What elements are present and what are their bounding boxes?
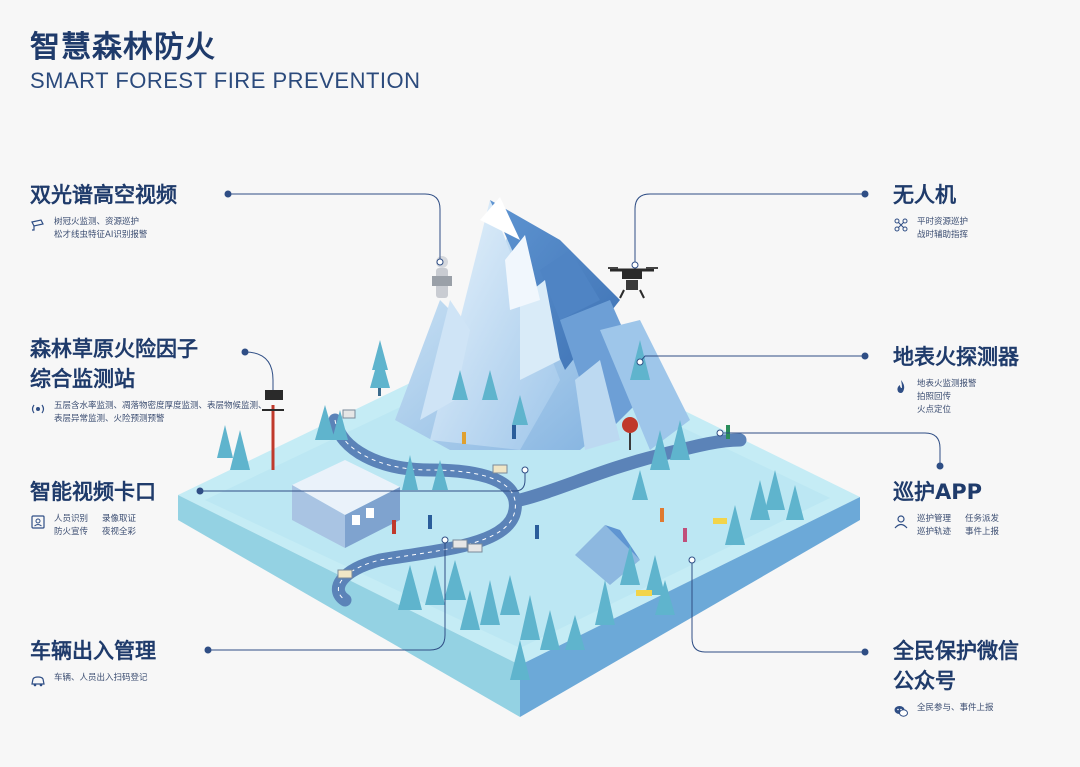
car-icon [31, 676, 45, 687]
callout-desc-line: 拍照回传 [917, 392, 952, 402]
drone-illustration [608, 267, 658, 299]
callout-ground-detector: 地表火探测器 地表火监测报警 拍照回传 火点定位 [893, 342, 1019, 417]
callout-desc-line: 树冠火监测、资源巡护 [54, 217, 140, 227]
callout-heading: 双光谱高空视频 [30, 183, 177, 207]
vehicles-illustration [337, 409, 508, 579]
callout-desc-line: 五层含水率监测、凋落物密度厚度监测、表层物候监测、 [54, 401, 267, 411]
callout-heading: 车辆出入管理 [30, 639, 156, 663]
callout-desc-line: 平时资源巡护 [917, 217, 969, 227]
callout-drone: 无人机 平时资源巡护 战时辅助指挥 [893, 180, 968, 242]
callout-leader-lines [200, 193, 941, 653]
checkpoint-building-illustration [292, 460, 400, 548]
page-title: 智慧森林防火 [30, 30, 216, 65]
callout-wechat: 全民保护微信 公众号 全民参与、事件上报 [893, 636, 1019, 719]
user-icon [894, 515, 908, 529]
callout-item: 事件上报 [965, 527, 1000, 537]
page-subtitle: SMART FOREST FIRE PREVENTION [30, 68, 421, 93]
callout-heading: 公众号 [893, 669, 956, 693]
camera-icon [31, 219, 44, 231]
callout-item: 巡护管理 [917, 514, 952, 524]
person-id-icon [31, 515, 45, 529]
ground-detector-illustration [622, 417, 638, 450]
flame-icon [897, 380, 905, 393]
callout-desc-line: 战时辅助指挥 [917, 230, 969, 240]
callout-desc-line: 全民参与、事件上报 [917, 703, 994, 713]
callout-heading: 智能视频卡口 [30, 480, 156, 504]
people-illustration [392, 425, 730, 596]
callout-item: 人员识别 [54, 514, 89, 524]
callout-desc-line: 松才线虫特征AI识别报警 [54, 230, 148, 240]
callout-dual-spectrum: 双光谱高空视频 树冠火监测、资源巡护 松才线虫特征AI识别报警 [30, 180, 177, 242]
callout-heading: 森林草原火险因子 [30, 337, 198, 361]
drone-icon [894, 218, 908, 232]
callout-vehicle: 车辆出入管理 车辆、人员出入扫码登记 [30, 636, 156, 689]
wechat-icon [894, 706, 908, 717]
callout-desc-line: 地表火监测报警 [917, 379, 977, 389]
callout-heading: 地表火探测器 [893, 345, 1019, 369]
callout-heading: 全民保护微信 [893, 639, 1019, 663]
callout-desc-line: 车辆、人员出入扫码登记 [54, 673, 148, 683]
monitoring-station-illustration [262, 390, 284, 470]
callout-video-gate: 智能视频卡口 人员识别 录像取证 防火宣传 夜视全彩 [30, 477, 156, 539]
callout-heading: 综合监测站 [30, 367, 135, 391]
callout-patrol-app: 巡护APP 巡护管理 任务派发 巡护轨迹 事件上报 [893, 477, 999, 539]
callout-desc-line: 表层异常监测、火险预测预警 [54, 414, 165, 424]
callout-desc-line: 火点定位 [917, 405, 952, 415]
callout-item: 巡护轨迹 [917, 527, 952, 537]
callout-monitor-station: 森林草原火险因子 综合监测站 五层含水率监测、凋落物密度厚度监测、表层物候监测、… [30, 334, 267, 426]
callout-heading: 巡护APP [893, 480, 983, 504]
callout-item: 夜视全彩 [102, 527, 137, 537]
callout-item: 防火宣传 [54, 527, 89, 537]
callout-leader-dots [196, 190, 944, 656]
callout-item: 录像取证 [102, 514, 137, 524]
mountain-illustration [395, 197, 690, 450]
callout-heading: 无人机 [893, 183, 956, 207]
tree-group [217, 340, 804, 680]
callout-item: 任务派发 [965, 514, 1000, 524]
road-illustration [328, 413, 747, 607]
sensor-icon [31, 404, 45, 414]
